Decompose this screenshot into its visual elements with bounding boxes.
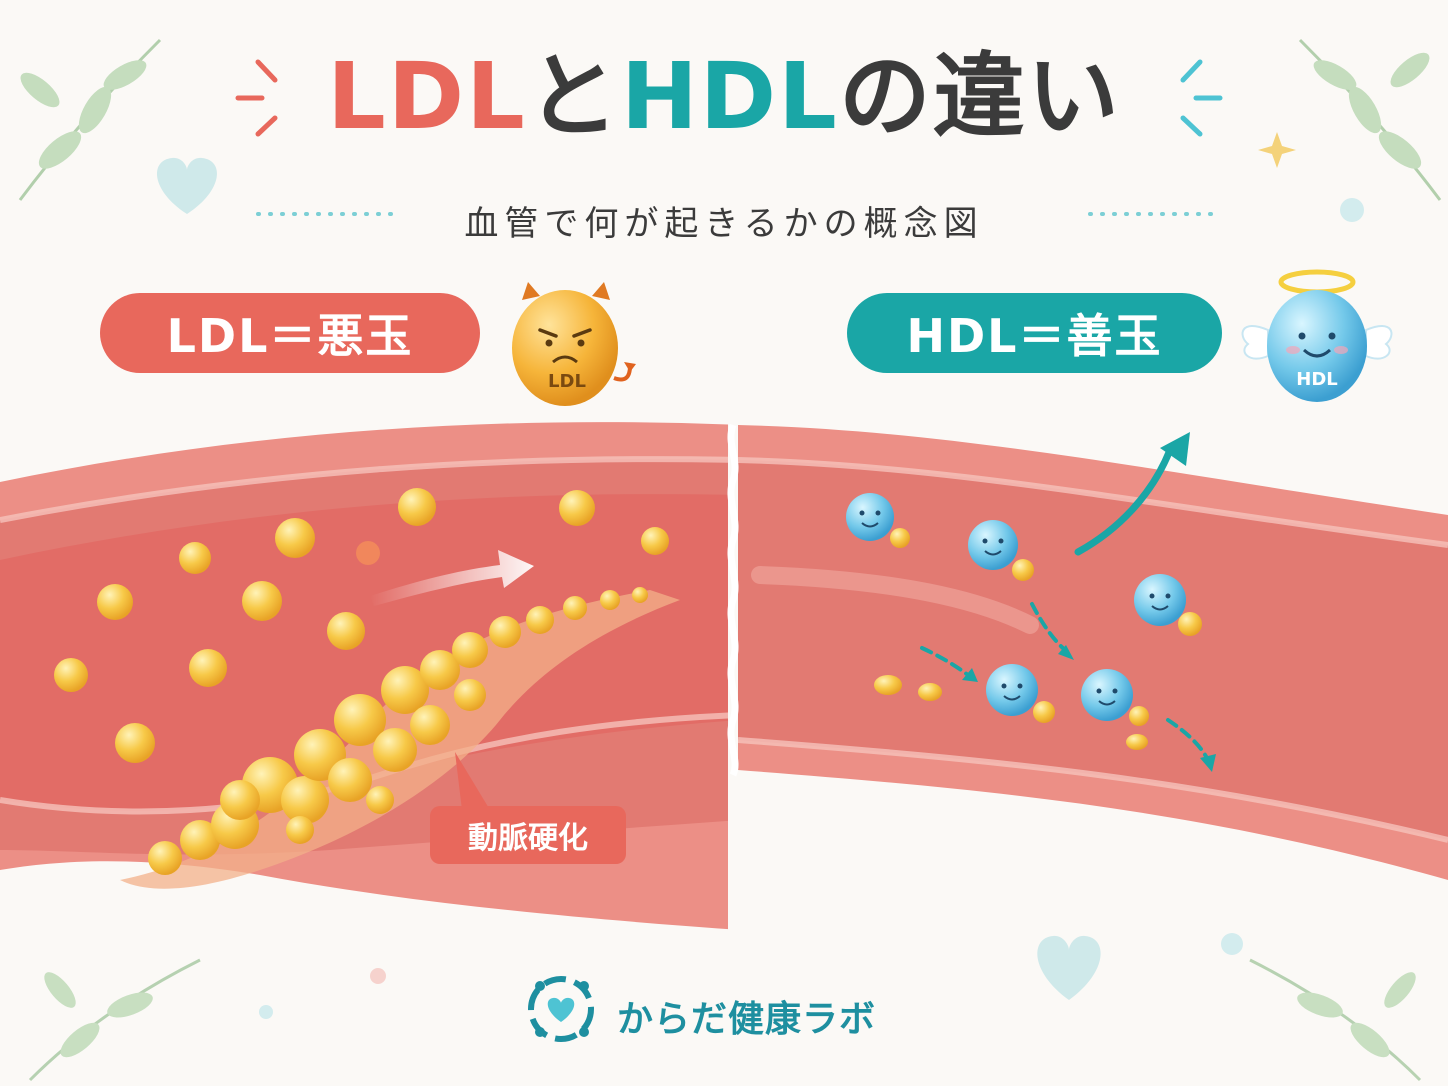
heart-icon: [157, 157, 217, 214]
title-connector: と: [526, 43, 621, 150]
ldl-particles: [54, 488, 669, 763]
title-accent-left: [235, 59, 278, 137]
bubble-decoration: [1340, 198, 1364, 222]
title-ldl: LDL: [327, 43, 527, 150]
hdl-label-pill: HDL＝善玉: [847, 293, 1222, 373]
brand-name: からだ健康ラボ: [617, 999, 877, 1040]
sparkle-icon: [1258, 132, 1296, 168]
arrowhead-icon: [1160, 432, 1190, 466]
blood-flow-arrow: [370, 550, 534, 606]
panel-break-line: [727, 423, 739, 777]
callout-pointer: [455, 752, 490, 810]
leaf-decoration-top-left: [18, 38, 162, 201]
brand-logo-icon: [528, 976, 594, 1042]
page-title: LDLとHDLの違い: [0, 42, 1448, 152]
hdl-particles: [846, 493, 1202, 726]
title-accent-right: [1180, 59, 1223, 137]
ldl-character-label: LDL: [548, 371, 586, 392]
plaque-callout: 動脈硬化: [430, 806, 626, 864]
title-hdl: HDL: [620, 43, 839, 150]
bubble-decoration: [1221, 933, 1243, 955]
leaf-decoration-bottom-left: [28, 958, 201, 1082]
bubble-decoration: [370, 968, 386, 984]
artery-hdl-side: [738, 425, 1448, 880]
title-suffix: の違い: [838, 43, 1121, 150]
ldl-devil-character: [512, 282, 636, 406]
plaque-fat-deposit: [148, 587, 648, 875]
bubble-decoration: [259, 1005, 273, 1019]
page-subtitle: 血管で何が起きるかの概念図: [464, 204, 984, 244]
hdl-character-label: HDL: [1296, 369, 1338, 390]
collected-fat: [874, 675, 1148, 750]
arrowhead-icon: [962, 645, 1216, 772]
leaf-decoration-top-right: [1298, 38, 1442, 201]
hdl-angel-character: [1241, 269, 1393, 402]
leaf-decoration-bottom-right: [1249, 958, 1422, 1082]
heart-icon: [1037, 935, 1101, 1000]
ldl-label-pill: LDL＝悪玉: [100, 293, 480, 373]
hdl-exit-arrow: [1074, 446, 1174, 556]
artery-ldl-side: [0, 422, 728, 930]
